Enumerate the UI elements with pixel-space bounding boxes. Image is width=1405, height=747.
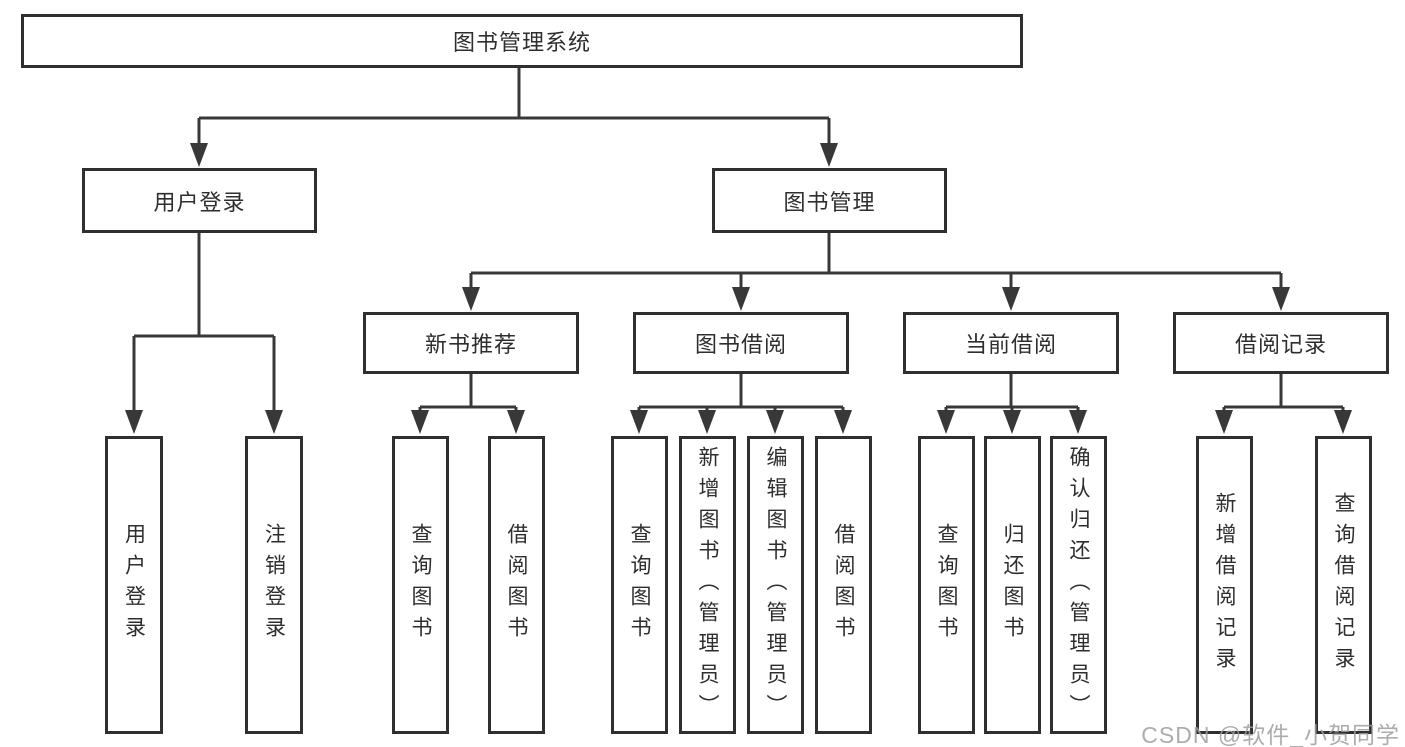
- arrow-down-icon: [507, 410, 525, 434]
- node-user-login: 用户登录: [82, 168, 317, 233]
- leaf-confirm-return-admin-label: 确认归还（管理员）: [1067, 445, 1090, 725]
- leaf-query-books-current-label: 查询图书: [935, 523, 958, 647]
- node-book-management: 图书管理: [712, 168, 947, 233]
- arrow-down-icon: [1334, 410, 1352, 434]
- leaf-return-book: 归还图书: [984, 436, 1041, 734]
- leaf-borrow-books-borrowing: 借阅图书: [815, 436, 872, 734]
- leaf-add-book-admin: 新增图书（管理员）: [679, 436, 736, 734]
- leaf-add-book-admin-label: 新增图书（管理员）: [696, 445, 719, 725]
- leaf-add-borrow-record: 新增借阅记录: [1196, 436, 1253, 734]
- arrow-down-icon: [1215, 410, 1233, 434]
- arrow-down-icon: [937, 410, 955, 434]
- node-current-borrowing-label: 当前借阅: [964, 332, 1057, 357]
- arrowhead-icons: [125, 143, 1352, 434]
- node-library-system-label: 图书管理系统: [452, 30, 591, 55]
- node-library-system: 图书管理系统: [21, 14, 1023, 68]
- node-borrowing-records: 借阅记录: [1173, 312, 1389, 374]
- leaf-query-books-current: 查询图书: [918, 436, 975, 734]
- arrow-down-icon: [1069, 410, 1087, 434]
- leaf-edit-book-admin-label: 编辑图书（管理员）: [764, 445, 787, 725]
- leaf-borrow-books-recommend-label: 借阅图书: [505, 523, 528, 647]
- leaf-borrow-books-recommend: 借阅图书: [488, 436, 545, 734]
- node-book-borrowing-label: 图书借阅: [694, 332, 787, 357]
- connector-paths: [132, 68, 1345, 412]
- leaf-query-books-recommend-label: 查询图书: [409, 523, 432, 647]
- leaf-confirm-return-admin: 确认归还（管理员）: [1050, 436, 1107, 734]
- arrow-down-icon: [462, 287, 480, 311]
- leaf-query-borrow-record: 查询借阅记录: [1315, 436, 1372, 734]
- leaf-logout: 注销登录: [245, 436, 303, 734]
- leaf-query-books-recommend: 查询图书: [392, 436, 449, 734]
- arrow-down-icon: [820, 143, 838, 167]
- arrow-down-icon: [265, 410, 283, 434]
- arrow-down-icon: [766, 410, 784, 434]
- arrow-down-icon: [1272, 287, 1290, 311]
- leaf-return-book-label: 归还图书: [1001, 523, 1024, 647]
- leaf-user-login: 用户登录: [105, 436, 163, 734]
- arrow-down-icon: [125, 410, 143, 434]
- arrow-down-icon: [190, 143, 208, 167]
- leaf-query-books-borrowing: 查询图书: [611, 436, 668, 734]
- node-book-management-label: 图书管理: [783, 189, 876, 215]
- node-current-borrowing: 当前借阅: [903, 312, 1119, 374]
- arrow-down-icon: [732, 287, 750, 311]
- node-user-login-label: 用户登录: [153, 189, 246, 215]
- leaf-logout-label: 注销登录: [262, 523, 286, 647]
- leaf-user-login-label: 用户登录: [122, 523, 146, 647]
- csdn-watermark: CSDN @软件_小贺同学: [1141, 722, 1400, 747]
- leaf-query-borrow-record-label: 查询借阅记录: [1332, 492, 1355, 678]
- arrow-down-icon: [698, 410, 716, 434]
- arrow-down-icon: [411, 410, 429, 434]
- arrow-down-icon: [834, 410, 852, 434]
- node-book-borrowing: 图书借阅: [633, 312, 849, 374]
- arrow-down-icon: [1002, 287, 1020, 311]
- node-new-book-recommendation-label: 新书推荐: [424, 332, 517, 357]
- node-new-book-recommendation: 新书推荐: [363, 312, 579, 374]
- arrow-down-icon: [1003, 410, 1021, 434]
- leaf-add-borrow-record-label: 新增借阅记录: [1213, 492, 1236, 678]
- arrow-down-icon: [630, 410, 648, 434]
- node-borrowing-records-label: 借阅记录: [1234, 332, 1327, 357]
- leaf-query-books-borrowing-label: 查询图书: [628, 523, 651, 647]
- leaf-borrow-books-borrowing-label: 借阅图书: [832, 523, 855, 647]
- leaf-edit-book-admin: 编辑图书（管理员）: [747, 436, 804, 734]
